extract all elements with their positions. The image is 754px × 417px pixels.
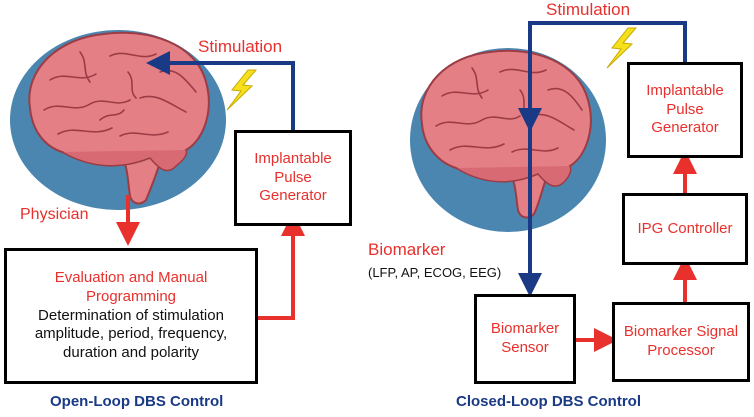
cerebellum-right <box>455 165 572 187</box>
eval-body-line: Determination of stimulation <box>38 306 224 324</box>
eval-body-line: duration and polarity <box>63 344 199 362</box>
eval-body-line: amplitude, period, frequency, <box>34 325 228 343</box>
eval-title-line: Programming <box>85 287 177 305</box>
brain-illustration-right <box>410 48 606 232</box>
brain-folds-left <box>43 51 197 137</box>
left-stimulation-label: Stimulation <box>198 37 283 56</box>
ipg-line: Implantable <box>646 81 724 99</box>
ipg-controller-box: IPG Controller <box>622 193 748 265</box>
ipg-controller-label: IPG Controller <box>637 219 733 237</box>
lightning-bolt-icon <box>226 69 258 111</box>
processor-line: Biomarker Signal <box>623 323 739 341</box>
closed-loop-caption: Closed-Loop DBS Control <box>456 393 641 410</box>
biomarker-label: Biomarker <box>368 240 446 259</box>
cerebellum-left <box>61 149 188 172</box>
left-stimulation-arrow <box>146 51 295 130</box>
left-implantable-pulse-generator-box: Implantable Pulse Generator <box>234 130 352 226</box>
sensor-line: Biomarker <box>490 320 560 338</box>
ipg-line: Pulse <box>666 100 704 118</box>
sensor-line: Sensor <box>501 339 549 356</box>
ipg-line: Implantable <box>254 149 332 167</box>
biomarker-signal-processor-box: Biomarker Signal Processor <box>612 302 750 382</box>
eval-title-line: Evaluation and Manual <box>54 269 208 287</box>
ipg-line: Pulse <box>274 168 312 186</box>
right-implantable-pulse-generator-box: Implantable Pulse Generator <box>627 62 743 158</box>
processor-line: Processor <box>647 342 715 359</box>
lightning-bolt-icon <box>606 27 638 69</box>
ipg-line: Generator <box>651 119 719 137</box>
biomarker-types-label: (LFP, AP, ECOG, EEG) <box>368 265 502 280</box>
evaluation-programming-box: Evaluation and Manual Programming Determ… <box>4 248 258 384</box>
brain-illustration-left <box>10 30 226 210</box>
right-stimulation-arrow <box>518 21 687 132</box>
right-stimulation-label: Stimulation <box>546 0 631 19</box>
ipg-line: Generator <box>259 187 327 205</box>
biomarker-sensor-box: Biomarker Sensor <box>474 294 576 384</box>
left-programming-arrow <box>254 212 305 320</box>
physician-label: Physician <box>20 206 89 223</box>
open-loop-caption: Open-Loop DBS Control <box>50 393 224 410</box>
